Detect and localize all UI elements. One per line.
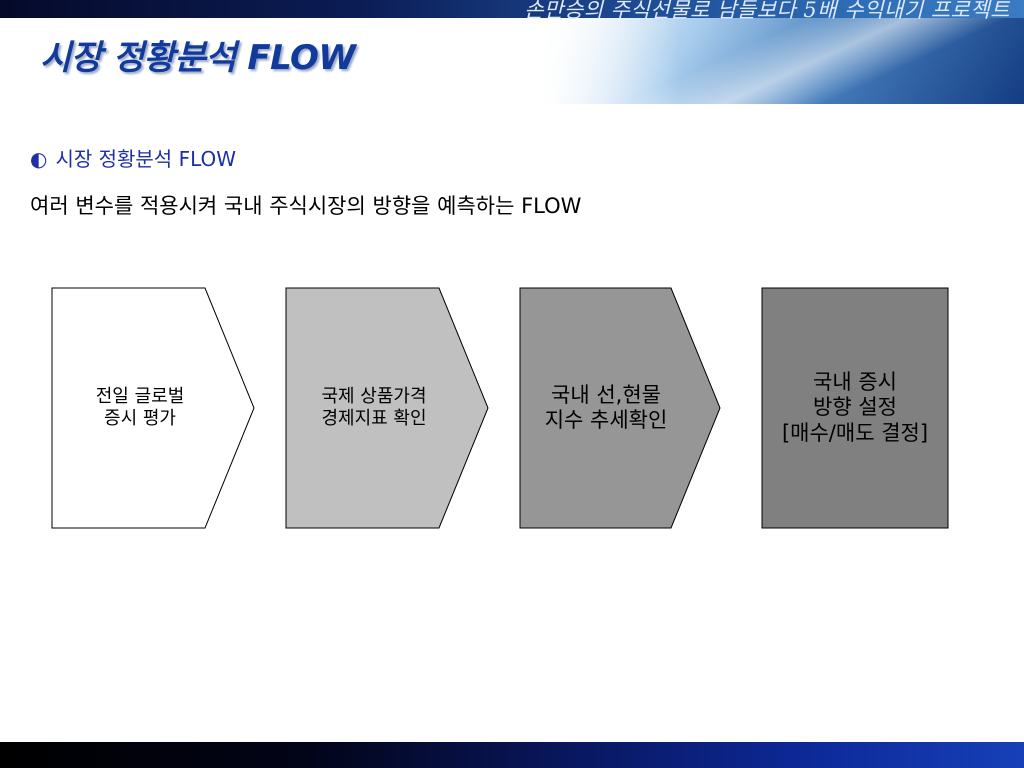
slide-title: 시장 정황분석 FLOW <box>40 38 356 78</box>
flow-step-4-line-2: 방향 설정 <box>813 395 897 420</box>
flow-step-4-line-3: [매수/매도 결정] <box>781 420 929 445</box>
flow-step-3-line-1: 국내 선,현물 <box>551 382 661 407</box>
section-description: 여러 변수를 적용시켜 국내 주식시장의 방향을 예측하는 FLOW <box>30 194 582 218</box>
flow-step-3-line-2: 지수 추세확인 <box>544 408 668 432</box>
flow-step-1-label: 전일 글로벌 증시 평가 <box>52 288 228 528</box>
header-image-fade <box>540 18 680 104</box>
flow-step-1-line-1: 전일 글로벌 <box>95 386 185 408</box>
flow-step-4-shape <box>761 287 949 529</box>
flow-step-3-label: 국내 선,현물 지수 추세확인 <box>520 288 692 528</box>
flow-step-2-shape <box>285 287 489 529</box>
section-heading-text: 시장 정황분석 FLOW <box>55 147 237 171</box>
top-banner-bar <box>0 0 1024 18</box>
flow-step-2-line-1: 국제 상품가격 <box>321 386 427 408</box>
half-filled-circle-icon: ◐ <box>30 147 48 171</box>
flow-step-2-line-2: 경제지표 확인 <box>321 408 427 429</box>
flow-step-3-shape <box>519 287 721 529</box>
section-heading: ◐ 시장 정황분석 FLOW <box>30 143 236 172</box>
flow-step-1-shape <box>51 287 255 529</box>
flow-step-4-line-1: 국내 증시 <box>813 370 897 395</box>
flow-step-2-label: 국제 상품가격 경제지표 확인 <box>286 288 462 528</box>
presentation-subtitle: 손만승의 주식선물로 남들보다 5배 수익내기 프로젝트 <box>524 0 1010 22</box>
flow-step-1-line-2: 증시 평가 <box>104 408 176 429</box>
footer-bar <box>0 742 1024 768</box>
flow-step-4-label: 국내 증시 방향 설정 [매수/매도 결정] <box>762 288 948 528</box>
